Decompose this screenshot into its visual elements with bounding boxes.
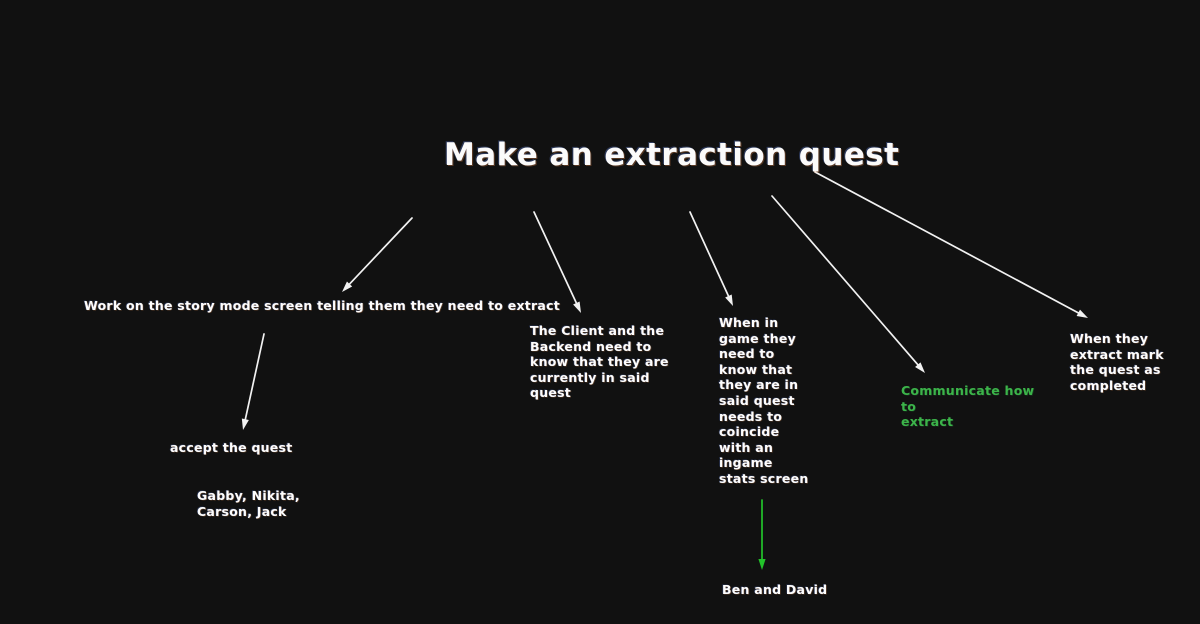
arrow-title-to-ingame-stats — [689, 211, 733, 306]
arrow-title-to-mark-completed — [814, 171, 1088, 318]
arrow-story-mode-to-accept — [241, 333, 265, 430]
node-mark-quest-completed: When they extract mark the quest as comp… — [1070, 331, 1164, 393]
node-assignees-ben-david: Ben and David — [722, 582, 828, 597]
page-title: Make an extraction quest — [444, 137, 900, 173]
node-ingame-stats-screen: When in game they need to know that they… — [719, 315, 809, 486]
node-story-mode-screen: Work on the story mode screen telling th… — [84, 298, 560, 313]
node-assignees-left: Gabby, Nikita, Carson, Jack — [197, 488, 300, 519]
node-client-backend: The Client and the Backend need to know … — [530, 323, 669, 401]
node-accept-the-quest: accept the quest — [170, 440, 293, 455]
arrow-title-to-story-mode — [342, 217, 413, 292]
node-communicate-how-to-extract: Communicate how to extract — [901, 383, 1035, 430]
arrow-ingame-stats-to-ben-david — [758, 499, 766, 570]
